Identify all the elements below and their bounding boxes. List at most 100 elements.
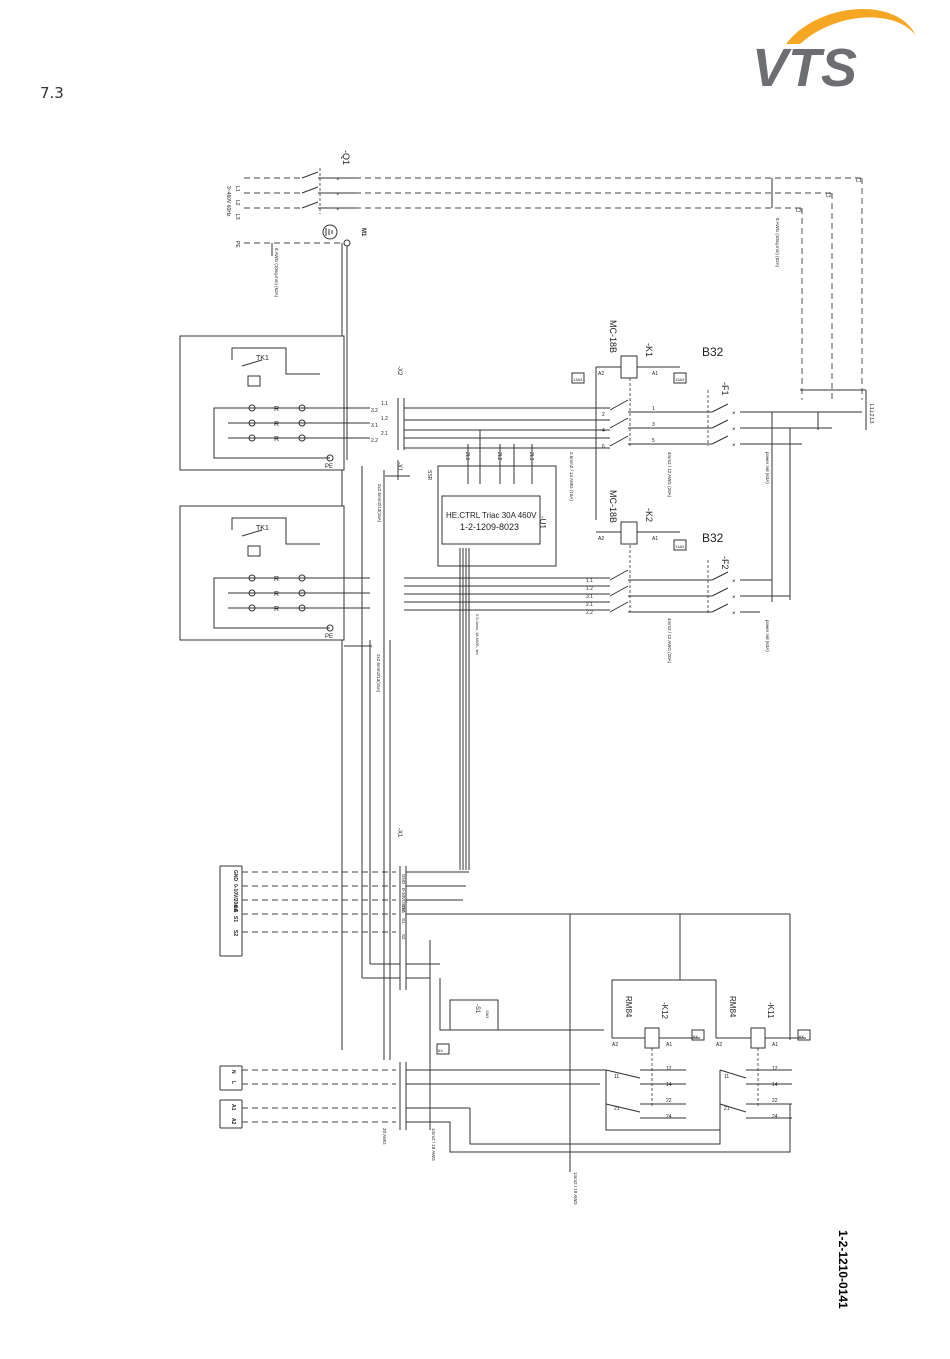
svg-text:5: 5 <box>652 438 655 444</box>
u1-name: HE.CTRL Triac 30A 460V <box>446 511 537 520</box>
svg-text:1.2: 1.2 <box>586 586 593 592</box>
switch-s1: -S1 13A3 <box>439 978 604 1031</box>
svg-text:GND: GND <box>401 874 406 885</box>
pe-cable-label: 8 AWG (10sq.mm) (62A) <box>274 248 279 298</box>
svg-text:4: 4 <box>602 428 605 434</box>
svg-text:×: × <box>732 611 736 617</box>
svg-text:0-10V/20mA: 0-10V/20mA <box>401 888 406 913</box>
heater2-terminal: -X1 <box>396 462 402 472</box>
svg-text:3.1: 3.1 <box>586 594 593 600</box>
vts-logo: VTS <box>752 9 916 96</box>
k12-tag: -K12 <box>660 1002 669 1019</box>
svg-text:3.1: 3.1 <box>371 423 378 429</box>
breaker-f2: B32 -F2 × × × power rail (63A) <box>702 531 790 652</box>
svg-text:14: 14 <box>666 1082 672 1088</box>
bottom-cable: 1mm2 / 18 AWG <box>573 1172 578 1205</box>
f2-rail: power rail (63A) <box>765 620 770 652</box>
svg-text:L: L <box>230 1081 236 1084</box>
svg-text:3: 3 <box>652 422 655 428</box>
svg-text:N: N <box>230 1070 236 1074</box>
u1-cable: 2.5mm2 / 14 AWG (15A) <box>569 452 574 501</box>
svg-text:6X: 6X <box>799 1034 804 1039</box>
svg-text:2.1: 2.1 <box>381 431 388 437</box>
svg-text:12: 12 <box>772 1066 778 1072</box>
bus-l3: L3 <box>796 208 802 214</box>
supply-label-pe: PE <box>234 241 240 248</box>
svg-text:12: 12 <box>666 1066 672 1072</box>
svg-text:A1: A1 <box>652 536 658 542</box>
svg-text:GND: GND <box>232 870 238 882</box>
svg-text:22: 22 <box>666 1098 672 1104</box>
u1-tag: -U1 <box>538 516 547 529</box>
svg-text:×: × <box>732 579 736 585</box>
k11-model: RM84 <box>728 996 737 1018</box>
tk1-label-2: TK1 <box>256 525 269 532</box>
heater2-cable: 2x2.5mm2/13(15A) <box>376 654 381 693</box>
bus-l1: L1 <box>856 178 862 184</box>
bus-l2: L2 <box>826 193 832 199</box>
q1-tag: -Q1 <box>341 150 351 165</box>
svg-text:3.2: 3.2 <box>371 408 378 414</box>
s1-ref: 13A3 <box>485 1010 489 1018</box>
x1-ref: 6X <box>438 1048 443 1053</box>
heater1-terminal-labels: 1.1 3.2 1.2 3.1 2.1 2.2 <box>371 401 388 444</box>
svg-text:A1: A1 <box>230 1104 236 1111</box>
relay-k11: RM84 -K11 A2 A1 6X 11 12 14 21 22 24 <box>612 979 811 1120</box>
svg-text:S2: S2 <box>401 934 406 940</box>
logo-swoosh <box>786 9 916 44</box>
k2-tag: -K2 <box>644 508 654 522</box>
svg-text:21: 21 <box>724 1106 730 1112</box>
terminal-block-x2 <box>397 398 405 480</box>
heater1-pe: PE <box>325 464 333 470</box>
k1-ref-left: 13A3 <box>573 377 583 382</box>
f1-tag: -F1 <box>720 382 730 396</box>
controller-u1: SSR -U1 HE.CTRL Triac 30A 460V 1-2-1209-… <box>426 430 574 870</box>
svg-text:22: 22 <box>772 1098 778 1104</box>
svg-text:2L3: 2L3 <box>528 452 534 461</box>
supply-label-l1: L1 <box>234 186 240 192</box>
thermostat-tk1-2: TK1 <box>231 517 320 557</box>
svg-text:14: 14 <box>772 1082 778 1088</box>
svg-text:2.2: 2.2 <box>586 610 593 616</box>
supply-section: L1 L2 L3 3~460V 60Hz PE 8 AWG (10sq.mm) … <box>225 150 874 1050</box>
k12-model: RM84 <box>624 996 633 1018</box>
u1-code: 1-2-1209-8023 <box>460 522 519 532</box>
svg-text:6: 6 <box>602 444 605 450</box>
k1-model: MC-18B <box>608 320 618 353</box>
k11-tag: -K11 <box>766 1002 775 1019</box>
svg-text:S2: S2 <box>232 930 238 936</box>
k2-ref: 13A3 <box>675 544 685 549</box>
svg-text:×: × <box>732 595 736 601</box>
svg-text:A1: A1 <box>772 1042 778 1048</box>
heater-1: TK1 R R R PE -X2 1.1 3.2 1.2 3.1 2.1 2.2 <box>179 335 410 523</box>
svg-text:6X: 6X <box>693 1034 698 1039</box>
logo-text: VTS <box>752 38 857 96</box>
svg-text:11: 11 <box>614 1074 619 1080</box>
x1-signal-cable: 20 AWG <box>382 1128 387 1145</box>
f2-type: B32 <box>702 531 724 545</box>
f1-rail: power rail (63A) <box>765 452 770 484</box>
breaker-f1: B32 -F1 × × × power rail (63A) <box>702 345 862 602</box>
contactor-k1: MC-18B -K1 A2 A1 13A3 13A3 2 4 6 1 3 5 4… <box>404 320 712 520</box>
resistor-r3: R <box>274 436 279 443</box>
svg-text:A2: A2 <box>230 1118 236 1125</box>
f2-cable: 4mm2 / 12 AWG (20A) <box>667 618 672 664</box>
svg-text:A2: A2 <box>598 536 604 542</box>
supply-label-l2: L2 <box>234 200 240 206</box>
f1-type: B32 <box>702 345 724 359</box>
heater1-terminal: -X2 <box>396 366 402 376</box>
contactor-k2: MC-18B -K2 A2 A1 13A3 1.1 1.2 3.1 2.1 2.… <box>404 490 712 664</box>
x1-power-cable: 1mm2 / 18 AWG <box>431 1128 436 1161</box>
svg-text:11: 11 <box>724 1074 729 1080</box>
k2-model: MC-18B <box>608 490 618 523</box>
resistor-r6: R <box>274 606 279 613</box>
terminal-strip-x1: -X1 GND 0-10V/20mA DC S1 S2 GND 0-10V/20… <box>219 828 791 1205</box>
relay-k12: RM84 -K12 A2 A1 6X 11 12 14 21 22 24 <box>605 914 721 1131</box>
svg-text:×: × <box>732 411 736 417</box>
resistor-r4: R <box>274 576 279 583</box>
supply-label-l3: L3 <box>234 214 240 220</box>
heater-2: TK1 R R R PE -X1 2x2.5mm2/13(15A) <box>179 462 402 693</box>
svg-text:S1: S1 <box>401 918 406 924</box>
svg-text:DC: DC <box>232 905 238 913</box>
